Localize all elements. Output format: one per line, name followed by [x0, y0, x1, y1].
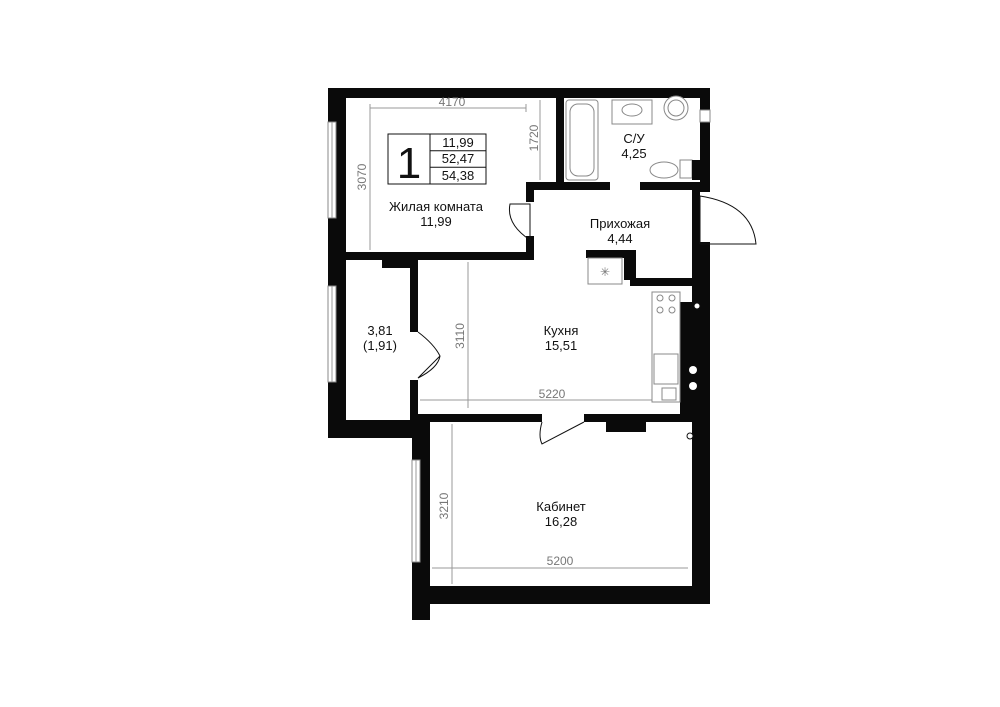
dim-kitchen-width: 5220 — [539, 387, 566, 401]
bathroom-name: С/У — [623, 131, 645, 146]
kitchen-sink-icon — [653, 353, 679, 385]
hallway-name: Прихожая — [590, 216, 650, 231]
hallway-area: 4,44 — [607, 231, 632, 246]
office-name: Кабинет — [536, 499, 585, 514]
loggia-reduced-area: (1,91) — [363, 338, 397, 353]
dim-living-depth: 3070 — [355, 163, 369, 190]
windows — [327, 109, 711, 563]
rooms-count: 1 — [397, 139, 421, 188]
doors — [417, 195, 757, 445]
office-door — [539, 421, 585, 445]
loggia-door — [417, 331, 441, 379]
apartment-info-box: 1 11,99 52,47 54,38 — [387, 133, 487, 188]
dim-office-depth: 3210 — [437, 492, 451, 519]
bathroom-fixtures — [565, 95, 700, 181]
total-area-value: 54,38 — [442, 168, 475, 183]
entrance-door — [699, 195, 757, 245]
dim-bath-depth: 1720 — [527, 124, 541, 151]
fridge-icon — [661, 387, 677, 401]
loggia-area: 3,81 — [367, 323, 392, 338]
counter-icon — [651, 291, 681, 403]
svg-text:✳: ✳ — [600, 265, 610, 279]
living-room-name: Жилая комната — [389, 199, 484, 214]
dimension-lines — [369, 100, 688, 584]
vent-top — [699, 109, 711, 123]
living-room-area: 11,99 — [420, 214, 452, 229]
dim-living-width: 4170 — [439, 95, 466, 109]
kitchen-fixtures: ✳ — [587, 257, 701, 440]
walls — [328, 88, 710, 620]
dim-office-width: 5200 — [547, 554, 574, 568]
toilet-icon — [649, 161, 679, 179]
dim-kitchen-depth: 3110 — [453, 323, 467, 349]
living-area-value: 11,99 — [442, 135, 474, 150]
area-without-balcony-value: 52,47 — [442, 151, 475, 166]
kitchen-area: 15,51 — [545, 338, 578, 353]
room-labels: Жилая комната 11,99 С/У 4,25 Прихожая 4,… — [363, 131, 650, 529]
bathroom-area: 4,25 — [621, 146, 646, 161]
toilet-tank-icon — [679, 159, 693, 179]
kitchen-name: Кухня — [544, 323, 579, 338]
living-door — [508, 203, 531, 241]
shaft-icon — [587, 257, 623, 285]
office-area: 16,28 — [545, 514, 578, 529]
dimension-labels: 4170 3070 1720 3110 5220 3210 5200 — [355, 95, 574, 568]
